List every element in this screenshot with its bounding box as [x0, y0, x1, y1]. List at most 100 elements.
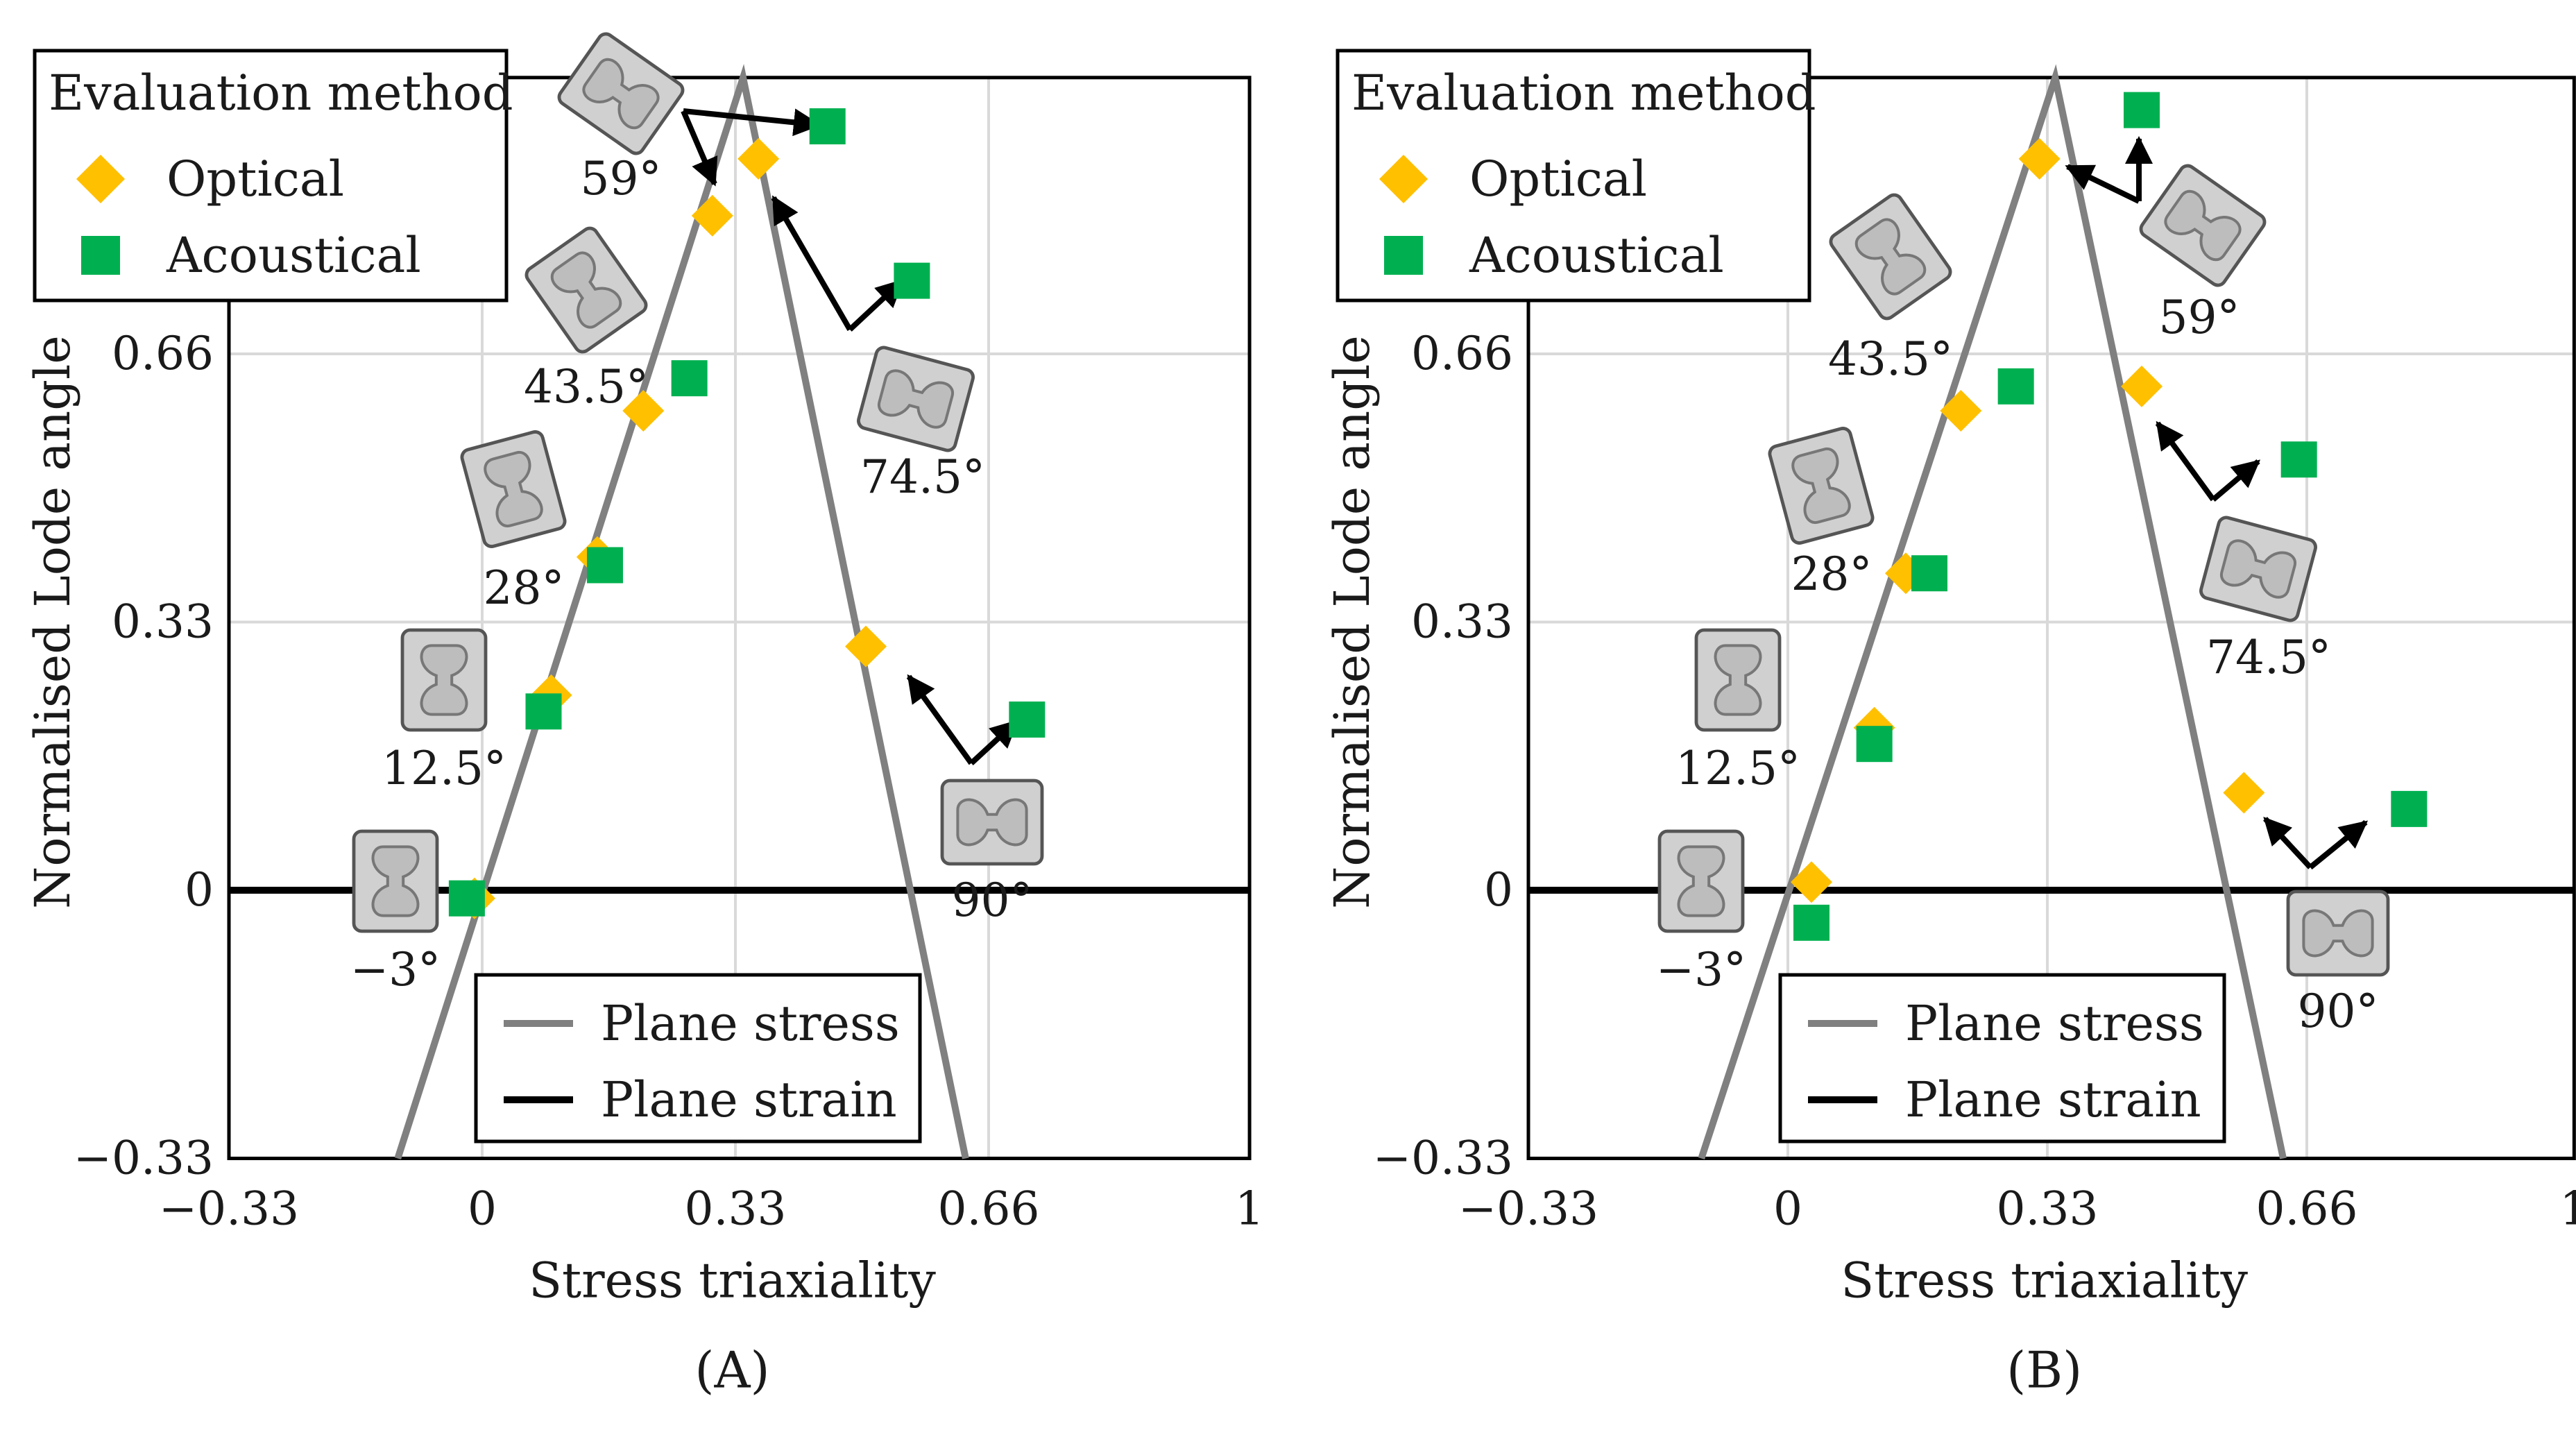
panel-label: (B) — [2006, 1341, 2082, 1400]
plot-frame — [1526, 76, 2576, 1161]
acoustical-marker — [1856, 726, 1893, 763]
x-tick-label: 0.66 — [2256, 1182, 2358, 1236]
specimen-icon — [2288, 892, 2388, 975]
specimen-icon — [524, 226, 649, 355]
legend-label: Plane strain — [1905, 1071, 2201, 1128]
y-tick-label: 0.33 — [1411, 595, 1513, 649]
arrow — [771, 195, 853, 332]
specimen-angle-label: −3° — [350, 943, 441, 996]
specimen-icon — [942, 781, 1042, 864]
arrow — [2155, 420, 2216, 502]
specimen-angle-label: 90° — [952, 874, 1033, 927]
x-tick-label: 1 — [2559, 1182, 2576, 1236]
acoustical-marker — [2391, 790, 2428, 827]
acoustical-marker — [894, 262, 930, 299]
optical-marker — [737, 137, 780, 180]
acoustical-marker — [1997, 368, 2034, 405]
optical-marker — [1791, 861, 1832, 903]
x-tick-label: 0 — [1773, 1182, 1802, 1236]
acoustical-marker — [586, 547, 623, 584]
specimen-icon — [354, 831, 437, 931]
specimen-angle-label: 43.5° — [1828, 332, 1953, 386]
y-tick-label: 0.33 — [112, 595, 214, 649]
legend-marker-optical — [76, 155, 125, 203]
x-axis-label: Stress triaxiality — [1841, 1252, 2248, 1309]
specimen-angle-label: 90° — [2298, 985, 2379, 1038]
arrow — [2308, 819, 2369, 870]
y-axis-label: Normalised Lode angle — [1324, 335, 1381, 909]
legend-box — [474, 973, 922, 1143]
panel-label: (A) — [694, 1341, 769, 1400]
arrow — [969, 720, 1018, 765]
arrow — [848, 279, 904, 332]
legend-label: Plane strain — [601, 1071, 897, 1128]
acoustical-marker — [809, 108, 846, 145]
specimen-angle-label: −3° — [1656, 943, 1746, 996]
legend-title: Evaluation method — [49, 65, 513, 121]
specimen-icon — [1768, 427, 1874, 545]
arrow — [683, 108, 821, 137]
acoustical-marker — [671, 360, 708, 397]
specimen-angle-label: 59° — [581, 152, 662, 205]
x-tick-label: 0.33 — [1997, 1182, 2099, 1236]
legend-label: Optical — [1469, 151, 1647, 207]
optical-marker — [691, 194, 733, 237]
legend-label: Optical — [167, 151, 344, 207]
specimen-icon — [1696, 630, 1780, 730]
legend-box — [1778, 973, 2226, 1143]
legend-title: Evaluation method — [1351, 65, 1816, 121]
arrow — [906, 674, 974, 765]
acoustical-marker — [2124, 92, 2160, 128]
specimen-angle-label: 12.5° — [382, 742, 506, 795]
specimen-icon — [402, 630, 486, 730]
specimen-icon — [2199, 516, 2317, 622]
acoustical-marker — [1009, 702, 1046, 738]
x-axis-label: Stress triaxiality — [529, 1252, 936, 1309]
specimen-icon — [2138, 163, 2268, 289]
x-tick-label: 0.33 — [685, 1182, 787, 1236]
specimen-icon — [556, 31, 686, 157]
x-tick-label: −0.33 — [1458, 1182, 1598, 1236]
arrow — [2263, 817, 2312, 869]
acoustical-marker — [448, 880, 485, 917]
legend-label: Acoustical — [166, 227, 421, 284]
specimen-icon — [1660, 831, 1743, 931]
optical-marker — [2223, 772, 2265, 814]
specimen-icon — [460, 430, 566, 548]
y-tick-label: 0.66 — [1411, 327, 1513, 380]
legend-marker-acoustical — [81, 236, 120, 275]
x-tick-label: −0.33 — [159, 1182, 299, 1236]
optical-marker — [2018, 137, 2061, 180]
legend-label: Acoustical — [1469, 227, 1724, 284]
legend-marker-acoustical — [1384, 236, 1423, 275]
acoustical-marker — [2280, 441, 2317, 478]
x-tick-label: 1 — [1235, 1182, 1264, 1236]
plot-frame — [227, 76, 1252, 1161]
acoustical-marker — [525, 693, 562, 730]
x-tick-label: 0.66 — [938, 1182, 1040, 1236]
plane-stress-curve — [394, 64, 969, 1160]
y-tick-label: −0.33 — [74, 1132, 214, 1185]
specimen-angle-label: 59° — [2159, 291, 2240, 344]
y-tick-label: 0 — [185, 863, 214, 917]
acoustical-marker — [1911, 555, 1947, 592]
arrow — [2211, 459, 2261, 502]
y-tick-label: 0 — [1484, 863, 1513, 917]
y-axis-label: Normalised Lode angle — [24, 335, 81, 909]
legend-label: Plane stress — [1905, 995, 2204, 1052]
specimen-icon — [1828, 192, 1954, 322]
optical-marker — [622, 389, 665, 432]
y-tick-label: −0.33 — [1373, 1132, 1513, 1185]
plane-stress-curve — [1698, 64, 2287, 1160]
specimen-angle-label: 28° — [1791, 547, 1873, 601]
optical-marker — [845, 625, 887, 668]
specimen-angle-label: 43.5° — [524, 360, 649, 414]
specimen-angle-label: 28° — [484, 561, 565, 615]
